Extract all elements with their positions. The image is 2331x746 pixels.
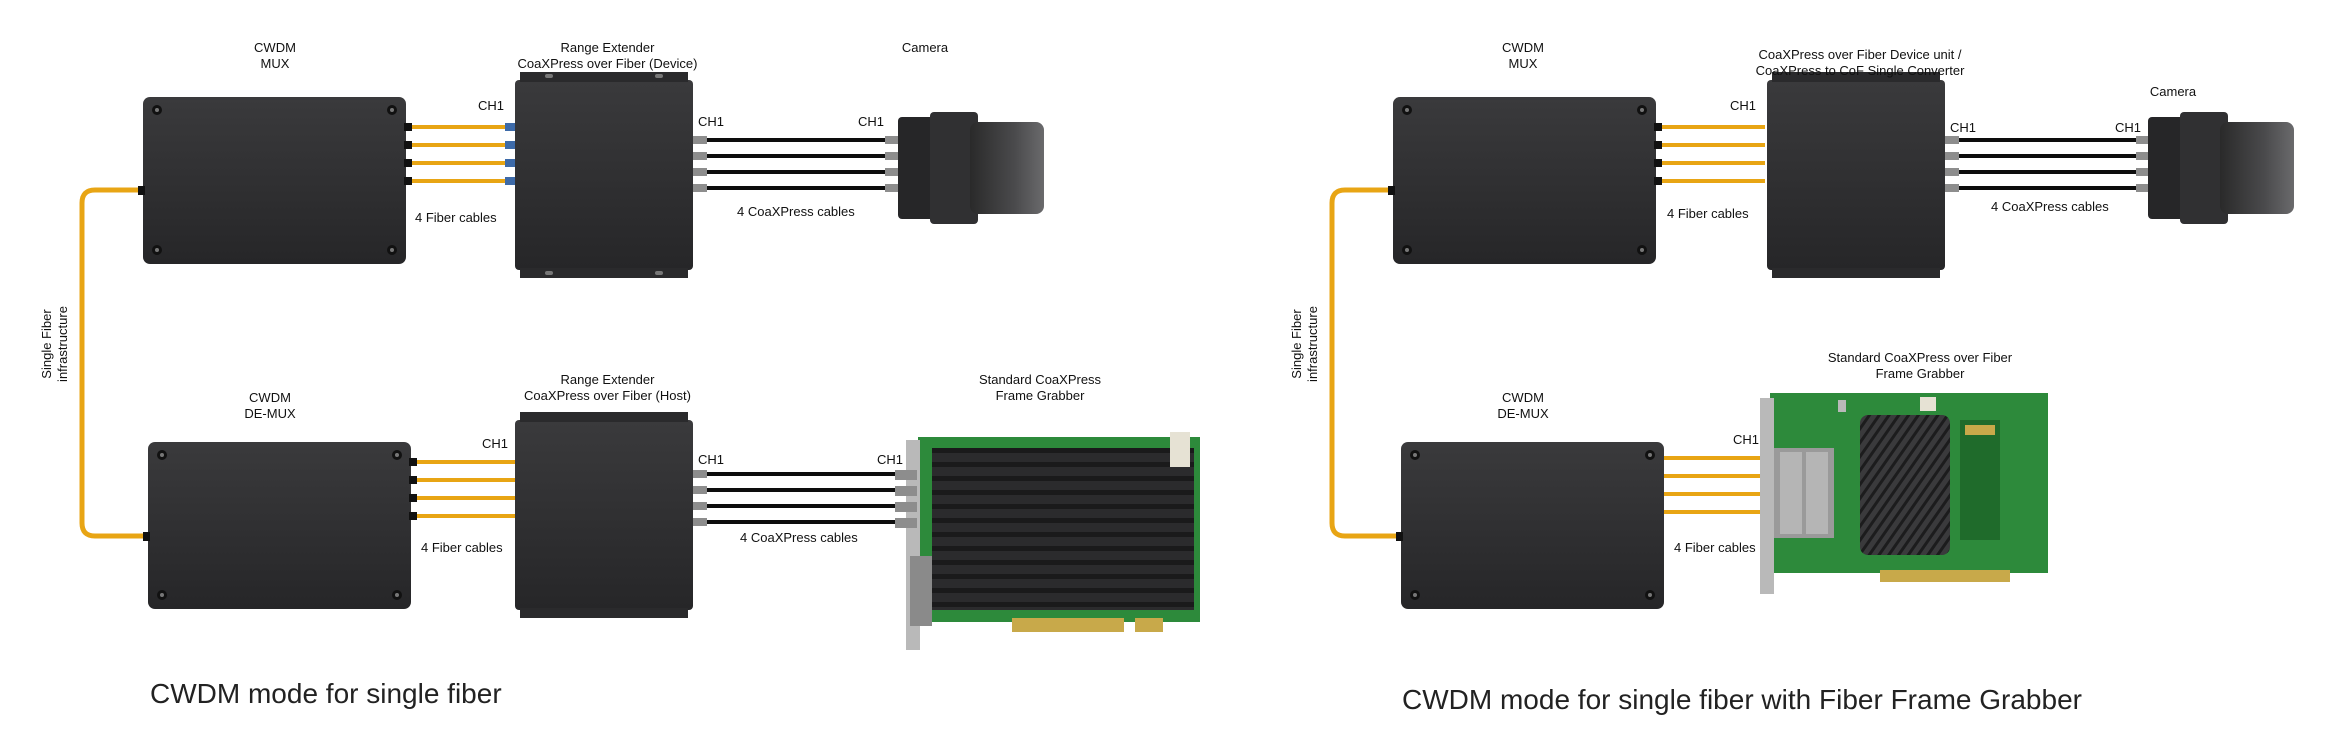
demux-label: CWDM DE-MUX	[220, 390, 320, 422]
ch1-label-mux-out: CH1	[478, 98, 505, 113]
ch1-label-camera-in: CH1	[858, 114, 885, 129]
cof-grabber-label: Standard CoaXPress over Fiber Frame Grab…	[1800, 350, 2040, 382]
cwdm-demux-box-right	[1396, 442, 1664, 609]
cwdm-mux-box-right	[1388, 97, 1656, 264]
frame-grabber-label-line2: Frame Grabber	[995, 388, 1085, 403]
fiber-cables-bottom	[411, 460, 515, 518]
ch1-label-demux-out: CH1	[482, 436, 509, 451]
fiber-cables-label-top: 4 Fiber cables	[415, 210, 497, 225]
single-fiber-label-line2: infrastructure	[55, 306, 70, 382]
ch1-label-mux-out-right: CH1	[1730, 98, 1757, 113]
single-fiber-line-right	[1329, 187, 1400, 539]
single-fiber-infrastructure-label: Single Fiber infrastructure	[39, 296, 71, 392]
cof-device-unit-box	[1767, 72, 1959, 278]
extender-device-label-line1: Range Extender	[560, 40, 655, 55]
device-unit-label-line1: CoaXPress over Fiber Device unit /	[1758, 47, 1962, 62]
device-unit-label: CoaXPress over Fiber Device unit / CoaXP…	[1720, 47, 2000, 79]
ch1-label-device-out-right: CH1	[1950, 120, 1977, 135]
fiber-cables-label-bottom-right: 4 Fiber cables	[1674, 540, 1756, 555]
frame-grabber-label: Standard CoaXPress Frame Grabber	[940, 372, 1140, 404]
cwdm-mux-box	[138, 97, 406, 264]
fiber-cables-top-right	[1656, 125, 1765, 183]
coax-cables-bottom	[707, 472, 895, 524]
cof-grabber-label-line1: Standard CoaXPress over Fiber	[1827, 350, 2013, 365]
demux-label-line2: DE-MUX	[244, 406, 296, 421]
extender-host-label: Range Extender CoaXPress over Fiber (Hos…	[495, 372, 720, 404]
extender-host-label-line2: CoaXPress over Fiber (Host)	[524, 388, 691, 403]
ch1-label-host-out: CH1	[698, 452, 725, 467]
demux-label-right-line2: DE-MUX	[1497, 406, 1549, 421]
camera-body	[898, 112, 1044, 224]
caption-left: CWDM mode for single fiber	[150, 678, 502, 709]
extender-device-label-line2: CoaXPress over Fiber (Device)	[517, 56, 698, 71]
coax-cables-label-bottom: 4 CoaXPress cables	[740, 530, 858, 545]
cwdm-demux-box	[143, 442, 411, 609]
fiber-cables-top	[406, 125, 515, 183]
single-fiber-line	[79, 187, 150, 539]
camera-label-right: Camera	[2128, 84, 2218, 100]
extender-device-label: Range Extender CoaXPress over Fiber (Dev…	[495, 40, 720, 72]
range-extender-host-box	[515, 412, 707, 618]
coax-cables-top-right	[1959, 138, 2140, 190]
camera-label: Camera	[880, 40, 970, 56]
mux-label-right-line1: CWDM	[1502, 40, 1544, 55]
single-fiber-infrastructure-label-right: Single Fiber infrastructure	[1289, 296, 1321, 392]
ch1-label-camera-in-right: CH1	[2115, 120, 2142, 135]
cof-frame-grabber	[1760, 393, 2048, 594]
fiber-cables-label-bottom: 4 Fiber cables	[421, 540, 503, 555]
ch1-label-demux-out-right: CH1	[1733, 432, 1760, 447]
single-fiber-label-line1: Single Fiber	[39, 309, 54, 379]
single-fiber-label-right-line1: Single Fiber	[1289, 309, 1304, 379]
cof-grabber-label-line2: Frame Grabber	[1875, 366, 1965, 381]
mux-label: CWDM MUX	[225, 40, 325, 72]
demux-label-right: CWDM DE-MUX	[1473, 390, 1573, 422]
coax-cables-label-top-right: 4 CoaXPress cables	[1991, 199, 2109, 214]
ch1-label-extender-out: CH1	[698, 114, 725, 129]
range-extender-device-box	[515, 72, 707, 278]
coax-cables-label-top: 4 CoaXPress cables	[737, 204, 855, 219]
camera-label-text: Camera	[901, 40, 949, 55]
fiber-cables-bottom-right	[1664, 456, 1772, 514]
single-fiber-label-right-line2: infrastructure	[1305, 306, 1320, 382]
mux-label-right-line2: MUX	[1508, 56, 1538, 71]
extender-host-label-line1: Range Extender	[560, 372, 655, 387]
mux-label-line2: MUX	[260, 56, 290, 71]
camera-label-right-text: Camera	[2149, 84, 2197, 99]
caption-right: CWDM mode for single fiber with Fiber Fr…	[1402, 684, 2082, 715]
ch1-label-grabber-in: CH1	[877, 452, 904, 467]
demux-label-line1: CWDM	[249, 390, 291, 405]
camera-body-right	[2148, 112, 2294, 224]
mux-label-right: CWDM MUX	[1473, 40, 1573, 72]
device-unit-label-line2: CoaXPress to CoF Single Converter	[1755, 63, 1965, 78]
demux-label-right-line1: CWDM	[1502, 390, 1544, 405]
mux-label-line1: CWDM	[254, 40, 296, 55]
fiber-cables-label-top-right: 4 Fiber cables	[1667, 206, 1749, 221]
coax-cables-top	[707, 138, 890, 190]
frame-grabber-label-line1: Standard CoaXPress	[978, 372, 1102, 387]
standard-frame-grabber	[895, 432, 1200, 650]
